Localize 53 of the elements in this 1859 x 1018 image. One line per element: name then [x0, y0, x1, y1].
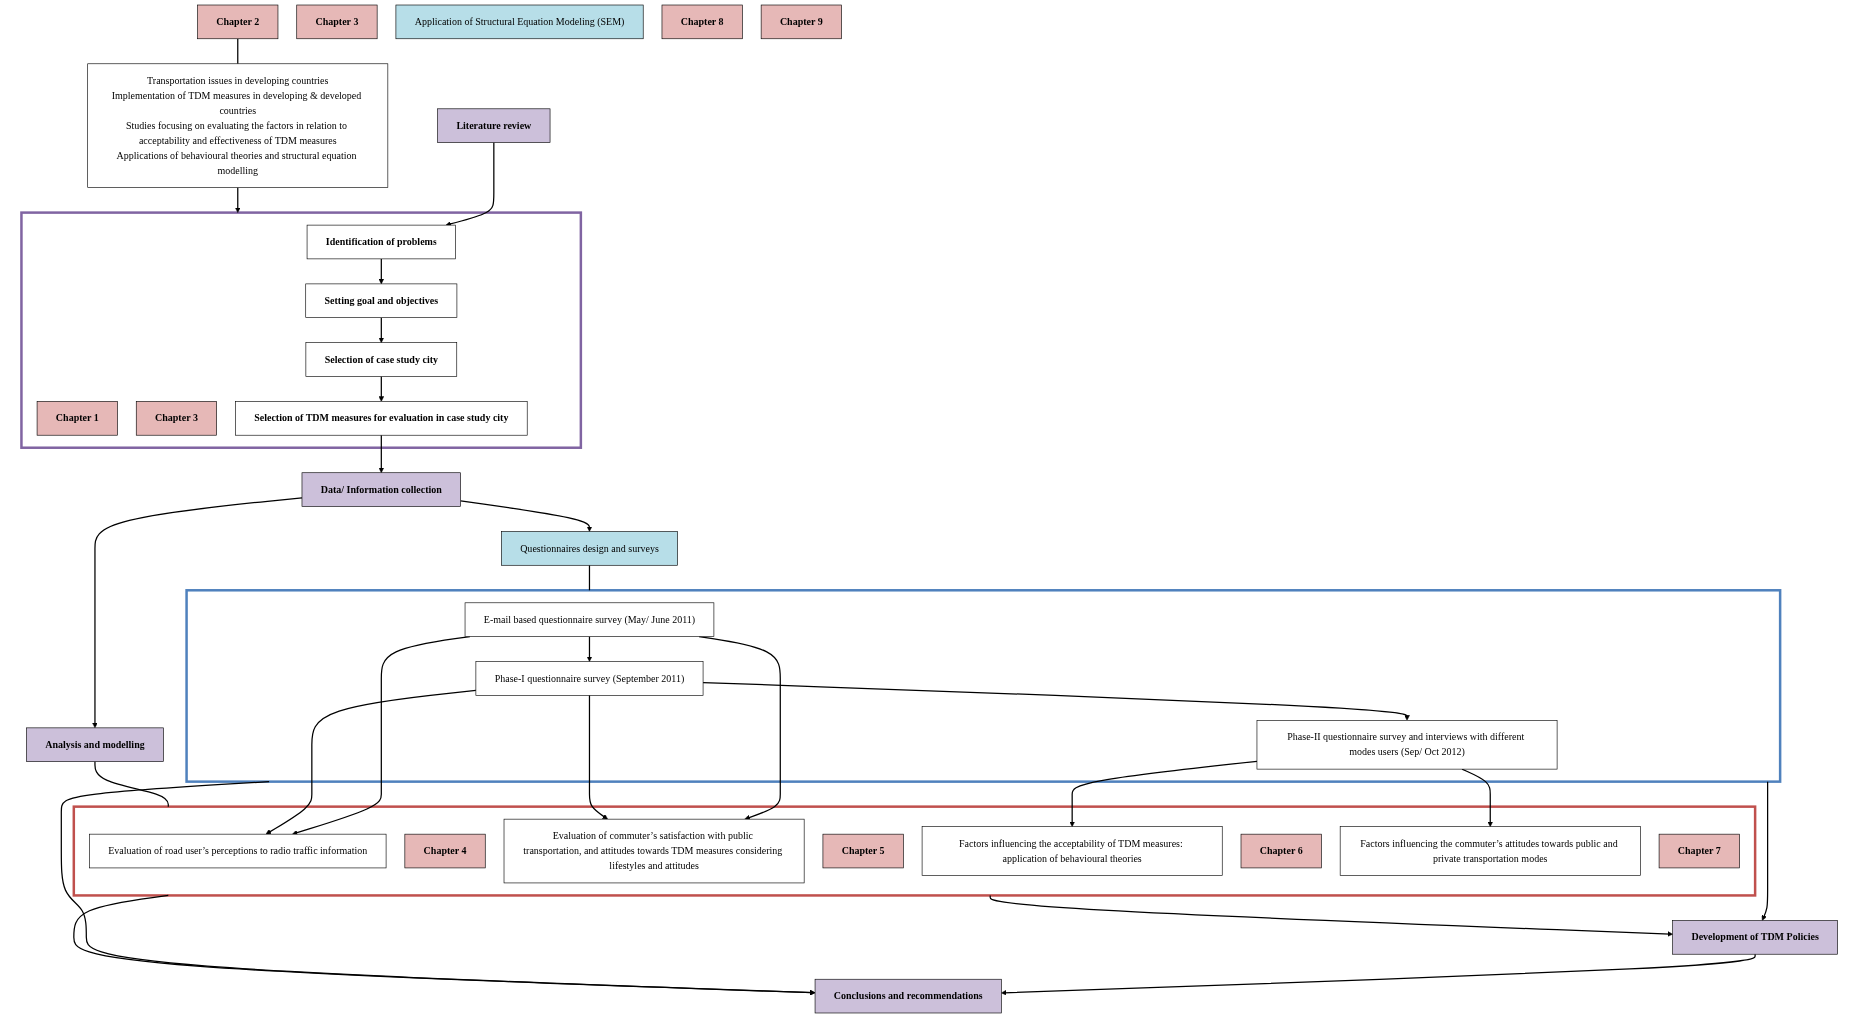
arrow: [60, 781, 816, 996]
node-box: Factors influencing the acceptability of TDM measures: application of behavioural theories: [921, 826, 1223, 876]
cluster: [20, 211, 583, 449]
node-box: Selection of TDM measures for evaluation in case study city: [235, 401, 528, 436]
node-box: E-mail based questionnaire survey (May/ June 2011): [464, 602, 715, 637]
arrow: [702, 681, 1410, 721]
node-box: Chapter 4: [404, 833, 486, 869]
node-box: Transportation issues in developing countries Implementation of TDM measures in developing & developed countries Studies focusing on evaluating the factors in relation to acceptability and effectiveness of TDM measures Applications of behavioural theories and structural equation modelling: [87, 63, 389, 188]
cluster: [72, 805, 1757, 897]
arrow: [586, 635, 593, 662]
cluster: [185, 589, 1782, 783]
connector: [237, 38, 239, 65]
arrow: [378, 317, 385, 343]
arrow: [92, 497, 303, 729]
node-box: Literature review: [437, 108, 551, 143]
node-box: Questionnaires design and surveys: [501, 531, 678, 566]
node-box: Setting goal and objectives: [305, 283, 458, 318]
node-box: Selection of case study city: [305, 342, 458, 377]
node-box: Evaluation of road user’s perceptions to radio traffic information: [89, 833, 387, 869]
arrow: [378, 258, 385, 285]
node-box: Identification of problems: [306, 224, 456, 260]
node-box: Chapter 9: [760, 4, 842, 40]
node-box: Development of TDM Policies: [1672, 920, 1838, 955]
node-box: Data/ Information collection: [301, 472, 461, 507]
arrow: [235, 186, 241, 213]
arrow: [1069, 760, 1258, 827]
arrow: [1001, 953, 1756, 996]
arrow: [73, 894, 816, 996]
node-box: Phase-II questionnaire survey and interviews with different modes users (Sep/ Oct 2012): [1256, 720, 1558, 770]
connector: [94, 761, 169, 808]
node-box: Evaluation of commuter’s satisfaction with public transportation, and attitudes towards TDM measures considering lifestyles and attitudes: [503, 818, 805, 884]
arrow: [378, 375, 385, 402]
arrow: [265, 689, 477, 835]
arrow: [445, 141, 495, 227]
arrow: [989, 894, 1673, 937]
node-box: Chapter 6: [1240, 833, 1322, 869]
node-box: Phase-I questionnaire survey (September 2011): [475, 661, 704, 696]
node-box: Chapter 1: [36, 401, 118, 436]
arrow: [378, 434, 385, 473]
node-box: Analysis and modelling: [26, 727, 164, 762]
node-box: Chapter 3: [296, 4, 378, 40]
node-box: Chapter 2: [197, 4, 279, 40]
node-box: Chapter 8: [661, 4, 743, 40]
arrow: [460, 500, 593, 532]
node-box: Conclusions and recommendations: [814, 978, 1002, 1014]
node-box: Factors influencing the commuter’s attitudes towards public and private transportation modes: [1339, 826, 1641, 876]
node-box: Chapter 3: [135, 401, 217, 436]
node-box: Chapter 7: [1658, 833, 1740, 869]
arrow: [1761, 781, 1769, 921]
connector: [588, 564, 591, 591]
node-box: Application of Structural Equation Modeling (SEM): [395, 4, 644, 40]
arrow: [588, 694, 608, 820]
node-box: Chapter 5: [822, 833, 904, 869]
